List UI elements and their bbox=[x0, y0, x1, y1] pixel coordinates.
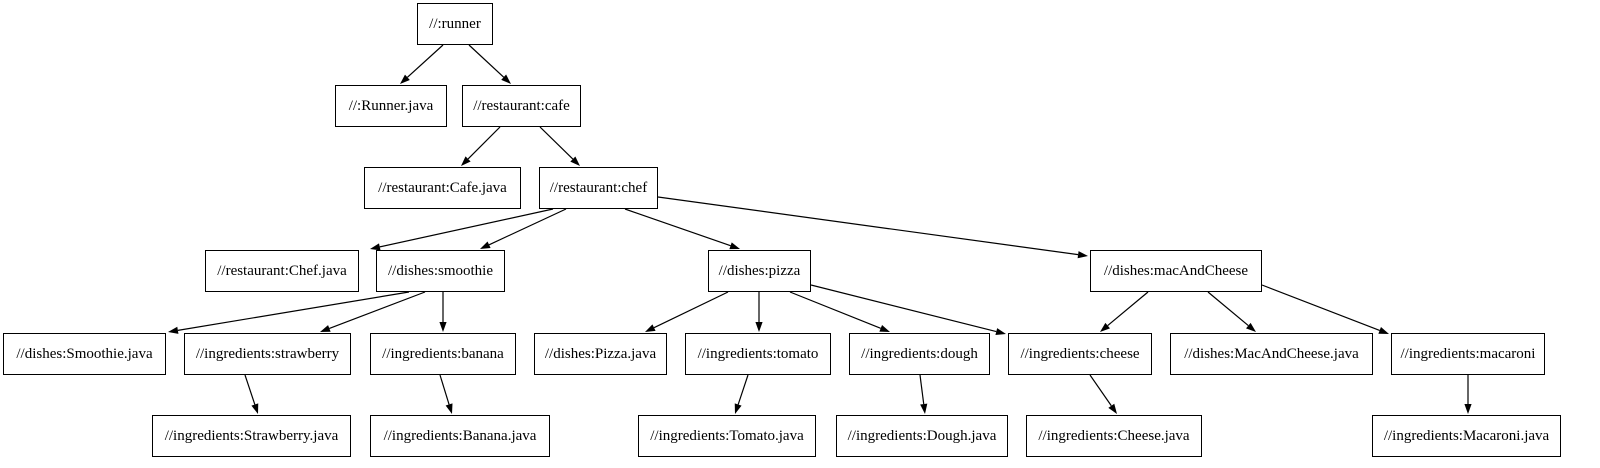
edge-dishes_pizza-to-ing_cheese bbox=[810, 284, 1006, 336]
graph-node-ing_cheese[interactable]: //ingredients:cheese bbox=[1008, 333, 1152, 375]
edge-restaurant_cafe-to-cafe_java bbox=[461, 126, 501, 166]
graph-node-smoothie_java[interactable]: //dishes:Smoothie.java bbox=[3, 333, 166, 375]
edge-dishes_mac-to-mac_java bbox=[1207, 291, 1256, 332]
graph-node-ing_dough[interactable]: //ingredients:dough bbox=[849, 333, 990, 375]
edge-runner-to-runner_java bbox=[400, 44, 444, 84]
graph-node-label: //:runner bbox=[429, 15, 481, 32]
graph-node-label: //dishes:Pizza.java bbox=[544, 345, 657, 362]
edge-ing_cheese-to-cheese_java bbox=[1089, 374, 1117, 414]
graph-node-ing_strawberry[interactable]: //ingredients:strawberry bbox=[184, 333, 351, 375]
edge-ing_tomato-to-tomato_java bbox=[734, 374, 749, 414]
graph-node-label: //dishes:pizza bbox=[718, 262, 801, 279]
edge-restaurant_chef-to-dishes_pizza bbox=[624, 208, 740, 250]
graph-node-dishes_pizza[interactable]: //dishes:pizza bbox=[708, 250, 811, 292]
graph-node-banana_java[interactable]: //ingredients:Banana.java bbox=[370, 415, 550, 457]
graph-node-ing_banana[interactable]: //ingredients:banana bbox=[370, 333, 516, 375]
graph-node-label: //ingredients:strawberry bbox=[195, 345, 340, 362]
edge-ing_macaroni-to-macaroni_java bbox=[1464, 375, 1472, 414]
edge-dishes_smoothie-to-ing_strawberry bbox=[320, 291, 426, 332]
edge-dishes_smoothie-to-smoothie_java bbox=[168, 291, 410, 334]
edge-ing_banana-to-banana_java bbox=[439, 374, 453, 414]
graph-node-label: //restaurant:Cafe.java bbox=[378, 179, 507, 196]
graph-node-label: //ingredients:Strawberry.java bbox=[164, 427, 339, 444]
edge-dishes_mac-to-ing_cheese bbox=[1100, 291, 1149, 332]
graph-node-label: //ingredients:cheese bbox=[1020, 345, 1140, 362]
graph-node-label: //ingredients:macaroni bbox=[1400, 345, 1536, 362]
graph-node-label: //restaurant:chef bbox=[549, 179, 648, 196]
edge-dishes_smoothie-to-ing_banana bbox=[439, 292, 447, 332]
graph-node-dishes_smoothie[interactable]: //dishes:smoothie bbox=[376, 250, 505, 292]
graph-node-label: //ingredients:dough bbox=[861, 345, 978, 362]
graph-node-label: //dishes:Smoothie.java bbox=[16, 345, 153, 362]
graph-node-label: //dishes:macAndCheese bbox=[1103, 262, 1249, 279]
graph-node-macaroni_java[interactable]: //ingredients:Macaroni.java bbox=[1372, 415, 1561, 457]
graph-node-cafe_java[interactable]: //restaurant:Cafe.java bbox=[364, 167, 521, 209]
graph-node-chef_java[interactable]: //restaurant:Chef.java bbox=[205, 250, 359, 292]
edge-restaurant_chef-to-dishes_smoothie bbox=[480, 208, 567, 249]
graph-node-runner_java[interactable]: //:Runner.java bbox=[335, 85, 447, 127]
graph-node-label: //ingredients:Banana.java bbox=[383, 427, 537, 444]
edge-restaurant_chef-to-chef_java bbox=[370, 208, 554, 251]
graph-node-pizza_java[interactable]: //dishes:Pizza.java bbox=[534, 333, 667, 375]
graph-node-mac_java[interactable]: //dishes:MacAndCheese.java bbox=[1170, 333, 1373, 375]
graph-node-label: //:Runner.java bbox=[348, 97, 434, 114]
graph-node-label: //ingredients:Macaroni.java bbox=[1383, 427, 1550, 444]
graph-node-dishes_mac[interactable]: //dishes:macAndCheese bbox=[1090, 250, 1262, 292]
graph-node-label: //ingredients:tomato bbox=[697, 345, 819, 362]
graph-node-label: //ingredients:Cheese.java bbox=[1038, 427, 1190, 444]
graph-node-cheese_java[interactable]: //ingredients:Cheese.java bbox=[1026, 415, 1202, 457]
edge-dishes_mac-to-ing_macaroni bbox=[1261, 284, 1389, 334]
graph-node-tomato_java[interactable]: //ingredients:Tomato.java bbox=[638, 415, 816, 457]
graph-node-label: //restaurant:Chef.java bbox=[217, 262, 347, 279]
graph-node-ing_tomato[interactable]: //ingredients:tomato bbox=[685, 333, 831, 375]
graph-node-ing_macaroni[interactable]: //ingredients:macaroni bbox=[1391, 333, 1545, 375]
graph-node-label: //dishes:smoothie bbox=[388, 262, 493, 279]
graph-node-label: //restaurant:cafe bbox=[473, 97, 570, 114]
graph-node-label: //ingredients:banana bbox=[382, 345, 504, 362]
graph-node-runner[interactable]: //:runner bbox=[417, 3, 493, 45]
edge-dishes_pizza-to-pizza_java bbox=[645, 291, 729, 332]
graph-node-label: //ingredients:Dough.java bbox=[847, 427, 997, 444]
graph-node-label: //dishes:MacAndCheese.java bbox=[1184, 345, 1359, 362]
edge-runner-to-restaurant_cafe bbox=[468, 44, 511, 84]
graph-node-restaurant_cafe[interactable]: //restaurant:cafe bbox=[462, 85, 581, 127]
graph-node-restaurant_chef[interactable]: //restaurant:chef bbox=[539, 167, 658, 209]
edge-ing_strawberry-to-strawberry_java bbox=[244, 374, 259, 414]
edge-ing_dough-to-dough_java bbox=[919, 374, 928, 414]
edge-dishes_pizza-to-ing_dough bbox=[789, 291, 890, 332]
graph-node-strawberry_java[interactable]: //ingredients:Strawberry.java bbox=[152, 415, 351, 457]
graph-node-dough_java[interactable]: //ingredients:Dough.java bbox=[836, 415, 1008, 457]
graph-node-label: //ingredients:Tomato.java bbox=[650, 427, 804, 444]
edge-restaurant_cafe-to-restaurant_chef bbox=[539, 126, 580, 166]
edge-dishes_pizza-to-ing_tomato bbox=[755, 292, 763, 332]
